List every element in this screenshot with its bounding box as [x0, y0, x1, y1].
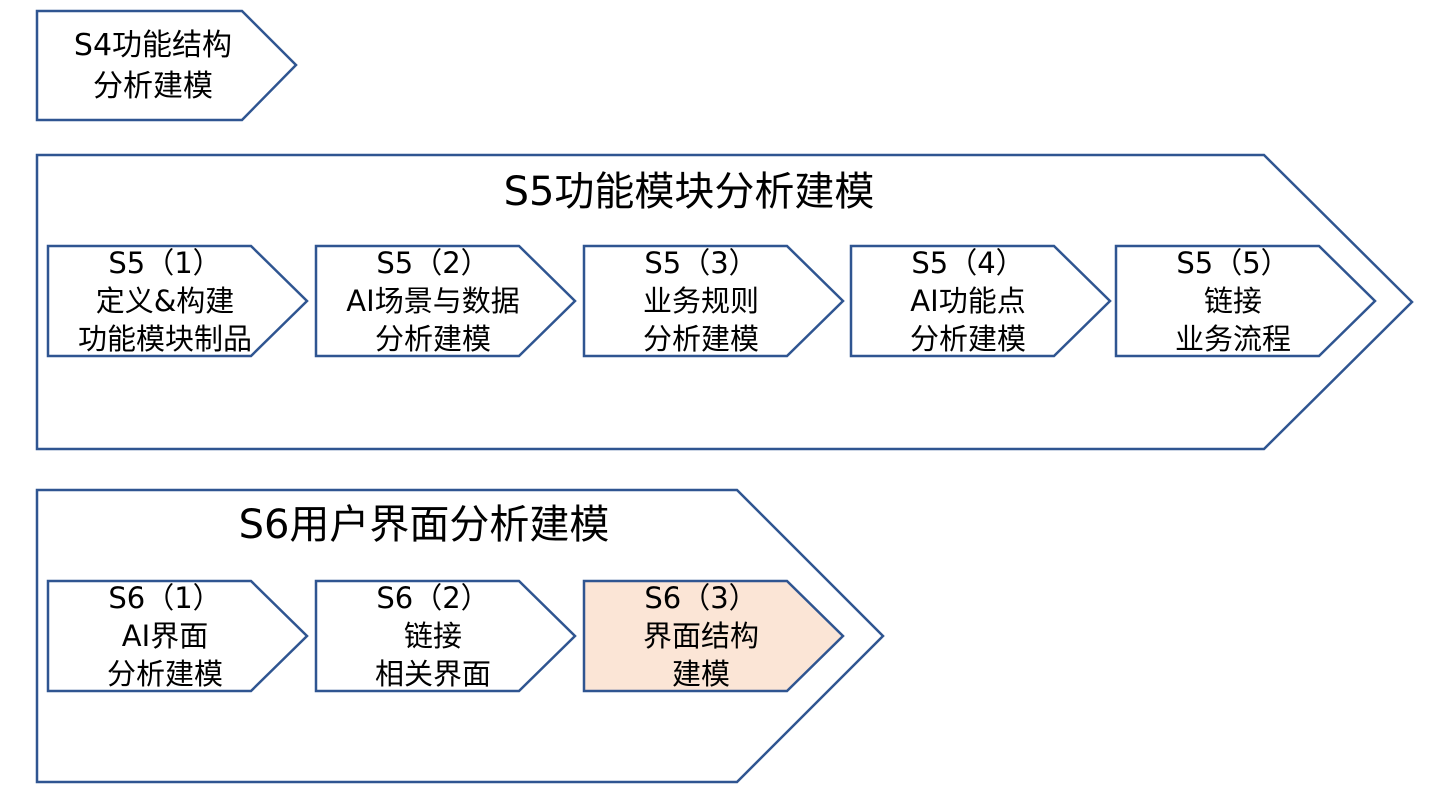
s6-step-1-line-3: 分析建模	[107, 657, 223, 691]
s6-step-3-line-1: S6（3）	[644, 581, 757, 615]
s6-step-2-line-3: 相关界面	[375, 657, 491, 691]
s5-step-3-shape	[582, 244, 845, 358]
s5-step-4-line-3: 分析建模	[910, 322, 1026, 356]
s5-step-2-line-3: 分析建模	[375, 322, 491, 356]
s5-step-5-line-3: 业务流程	[1175, 322, 1291, 356]
s5-step-3-line-3: 分析建模	[643, 322, 759, 356]
s5-step-1-line-2: 定义&构建	[96, 284, 235, 318]
s6-step-1-line-2: AI界面	[122, 619, 208, 653]
s5-step-5-line-2: 链接	[1204, 284, 1262, 318]
s5-step-3-line-2: 业务规则	[643, 284, 759, 318]
s5-stage: S5功能模块分析建模 S5（1）定义&构建功能模块制品S5（2）AI场景与数据分…	[35, 153, 1414, 451]
s6-step-3-shape	[582, 579, 845, 693]
s4-stage: S4功能结构 分析建模	[35, 9, 298, 122]
s6-step-2-line-2: 链接	[404, 619, 462, 653]
s4-label-line-1: S4功能结构	[74, 28, 232, 63]
s5-step-3-line-1: S5（3）	[644, 246, 757, 280]
s6-title: S6用户界面分析建模	[239, 502, 610, 548]
s5-step-5-line-1: S5（5）	[1176, 246, 1289, 280]
s5-steps: S5（1）定义&构建功能模块制品S5（2）AI场景与数据分析建模S5（3）业务规…	[46, 244, 1377, 358]
s4-label-line-2: 分析建模	[93, 69, 213, 104]
s6-step-3-line-2: 界面结构	[643, 619, 759, 653]
s5-step-5-shape	[1114, 244, 1377, 358]
s5-step-1-line-1: S5（1）	[108, 246, 221, 280]
s5-step-1-line-3: 功能模块制品	[78, 322, 252, 356]
s5-step-2-shape	[314, 244, 577, 358]
s5-step-4-line-2: AI功能点	[910, 284, 1025, 318]
s5-step-4-shape	[849, 244, 1112, 358]
s5-title: S5功能模块分析建模	[504, 169, 875, 215]
s5-step-1-shape	[46, 244, 309, 358]
s6-step-3-line-3: 建模	[672, 657, 730, 691]
s5-step-4-line-1: S5（4）	[911, 246, 1024, 280]
s5-step-2-line-1: S5（2）	[376, 246, 489, 280]
s6-step-1-line-1: S6（1）	[108, 581, 221, 615]
s5-step-2-line-2: AI场景与数据	[346, 284, 519, 318]
s6-step-2-line-1: S6（2）	[376, 581, 489, 615]
s6-step-2-shape	[314, 579, 577, 693]
s4-shape	[35, 9, 298, 122]
s6-step-1-shape	[46, 579, 309, 693]
